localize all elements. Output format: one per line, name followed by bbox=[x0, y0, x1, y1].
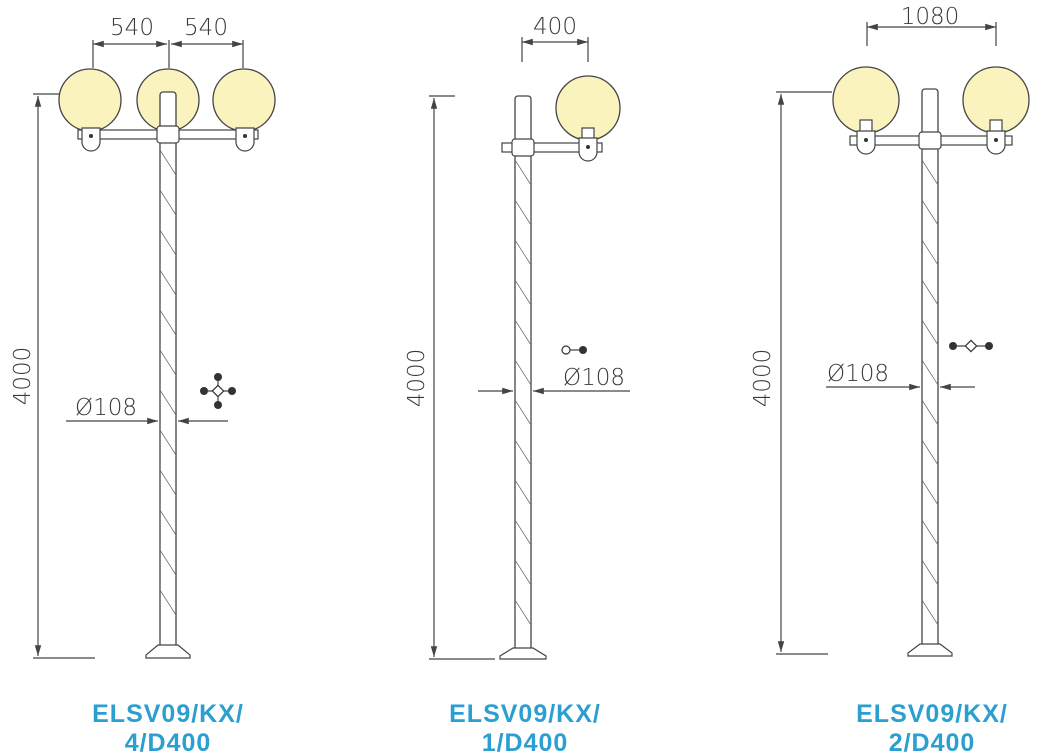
lamp-1-label-line1: ELSV09/KX/ bbox=[92, 700, 244, 728]
lamp-3-height: 4000 bbox=[750, 349, 776, 408]
lamp-3-diameter-dimension: Ø108 bbox=[826, 361, 975, 391]
lamp-2-span-dimension: 400 bbox=[521, 14, 589, 62]
lamp-2-pole bbox=[514, 95, 532, 655]
lamp-1-base bbox=[145, 644, 191, 659]
lamp-1-globe-left bbox=[58, 68, 122, 132]
lamp-1-span-dimension: 540 540 bbox=[92, 15, 244, 68]
lamp-1-label-line2: 4/D400 bbox=[125, 729, 212, 755]
lamp-1-globe-right bbox=[212, 68, 276, 132]
lamp-3-label-line1: ELSV09/KX/ bbox=[856, 700, 1008, 728]
lamp-3-height-dimension: 4000 bbox=[750, 91, 832, 655]
lamp-3-base bbox=[907, 643, 953, 657]
lamp-1-bracket-left bbox=[81, 127, 101, 152]
lamp-2-bracket bbox=[578, 137, 598, 162]
lamp-2-label-line1: ELSV09/KX/ bbox=[449, 700, 601, 728]
lamp-3-drawing: 1080 4000 Ø108 bbox=[750, 4, 1030, 755]
lamp-3-label-line2: 2/D400 bbox=[889, 729, 976, 755]
lamp-2-drawing: 400 4000 Ø108 ELSV09/KX/ 1/D400 bbox=[404, 14, 630, 755]
lamp-3-diameter: Ø108 bbox=[827, 361, 889, 387]
lamp-1-diameter-dimension: Ø108 bbox=[66, 395, 228, 425]
lamp-1-drawing: 540 540 4000 Ø108 bbox=[10, 15, 276, 755]
lamp-1-symbol-icon bbox=[200, 373, 236, 409]
lamp-3-span-dimension: 1080 bbox=[866, 4, 997, 46]
lamp-2-label-line2: 1/D400 bbox=[482, 729, 569, 755]
lamp-1-pole bbox=[159, 91, 177, 648]
lamp-2-arm bbox=[501, 142, 603, 153]
lamp-2-diameter: Ø108 bbox=[563, 365, 625, 391]
lamp-2-diameter-dimension: Ø108 bbox=[478, 365, 630, 395]
lamp-2-span: 400 bbox=[533, 14, 577, 40]
lamp-1-span-left: 540 bbox=[110, 15, 154, 41]
lamp-3-symbol-icon bbox=[949, 339, 993, 353]
lamp-1-height: 4000 bbox=[10, 347, 36, 406]
lamp-2-symbol-icon bbox=[561, 345, 587, 355]
lamp-2-base bbox=[499, 647, 547, 660]
lamp-1-span-right: 540 bbox=[184, 15, 228, 41]
lamp-3-span: 1080 bbox=[901, 4, 960, 30]
lamp-2-height: 4000 bbox=[404, 349, 430, 408]
lamp-1-height-dimension: 4000 bbox=[10, 93, 95, 659]
lamp-3-bracket-left bbox=[856, 130, 876, 155]
lamp-2-height-dimension: 4000 bbox=[404, 95, 495, 660]
lamp-1-bracket-right bbox=[235, 127, 255, 152]
lamp-1-diameter: Ø108 bbox=[75, 395, 137, 421]
lamp-3-bracket-right bbox=[986, 130, 1006, 155]
